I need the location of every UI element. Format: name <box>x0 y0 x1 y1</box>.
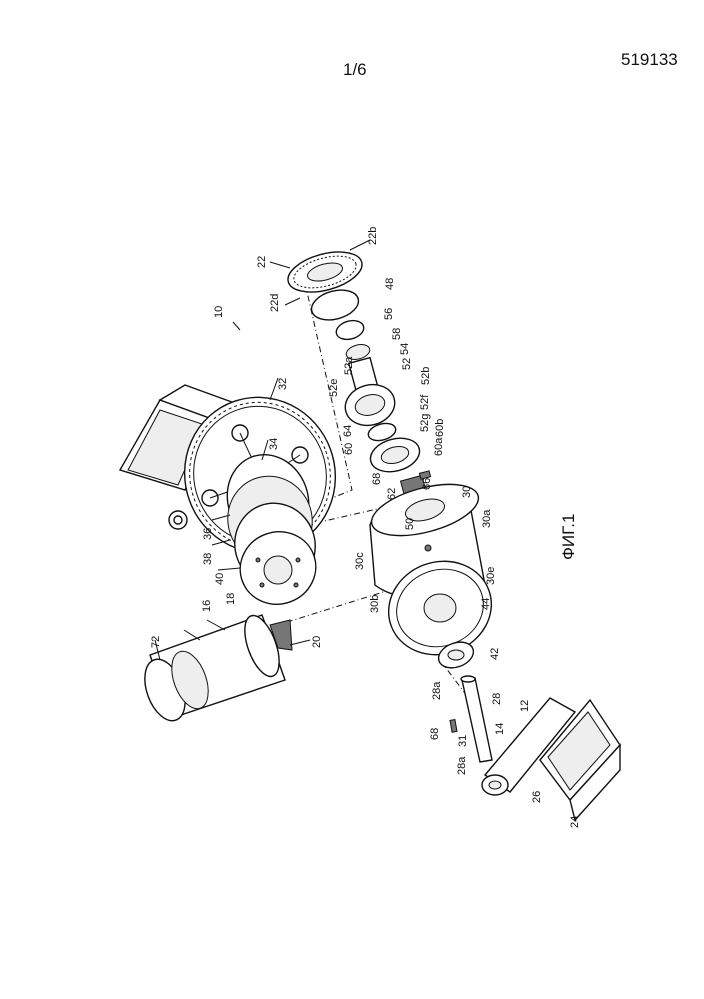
label-36: 36 <box>202 528 214 540</box>
label-60a: 60a <box>433 437 445 456</box>
label-22: 22 <box>256 256 268 268</box>
label-31: 31 <box>457 735 469 747</box>
label-52f: 52f <box>419 394 431 410</box>
label-68-top: 68 <box>371 473 383 485</box>
label-12: 12 <box>519 700 531 712</box>
label-34: 34 <box>268 438 280 450</box>
label-52e: 52e <box>328 379 340 397</box>
label-24: 24 <box>569 816 581 828</box>
shaft-28 <box>450 676 492 762</box>
label-28: 28 <box>491 693 503 705</box>
label-10: 10 <box>213 306 225 318</box>
label-38: 38 <box>202 553 214 565</box>
label-20: 20 <box>311 636 323 648</box>
label-42: 42 <box>489 648 501 660</box>
label-40: 40 <box>214 573 226 585</box>
label-32: 32 <box>277 378 289 390</box>
main-housing-30 <box>366 475 504 673</box>
label-66: 66 <box>421 478 433 490</box>
label-48: 48 <box>384 278 396 290</box>
label-68-bottom: 68 <box>429 728 441 740</box>
arm-assembly-lower <box>482 698 620 820</box>
label-58: 58 <box>391 328 403 340</box>
label-52a: 52a <box>343 356 355 375</box>
label-22d: 22d <box>269 294 281 312</box>
label-64: 64 <box>342 425 354 437</box>
label-72: 72 <box>150 636 162 648</box>
label-62: 62 <box>386 488 398 500</box>
label-52g: 52g <box>419 414 431 432</box>
label-16: 16 <box>201 600 213 612</box>
label-60b: 60b <box>434 419 446 437</box>
label-26: 26 <box>531 791 543 803</box>
label-22b: 22b <box>367 227 379 245</box>
label-56: 56 <box>383 308 395 320</box>
label-30a: 30a <box>481 509 493 528</box>
label-14: 14 <box>494 723 506 735</box>
label-18: 18 <box>225 593 237 605</box>
label-44: 44 <box>480 598 492 610</box>
figure-caption: ФИГ.1 <box>559 514 578 560</box>
label-52: 52 <box>401 358 413 370</box>
label-28a-top: 28a <box>431 681 443 700</box>
label-52b: 52b <box>420 367 432 385</box>
label-60: 60 <box>343 443 355 455</box>
label-54: 54 <box>399 343 411 355</box>
label-30e: 30e <box>485 567 497 585</box>
label-28a-bottom: 28a <box>456 756 468 775</box>
label-30c: 30c <box>354 552 366 570</box>
motor-assembly <box>137 611 292 726</box>
label-30b: 30b <box>369 595 381 613</box>
label-30: 30 <box>461 486 473 498</box>
label-50: 50 <box>404 518 416 530</box>
